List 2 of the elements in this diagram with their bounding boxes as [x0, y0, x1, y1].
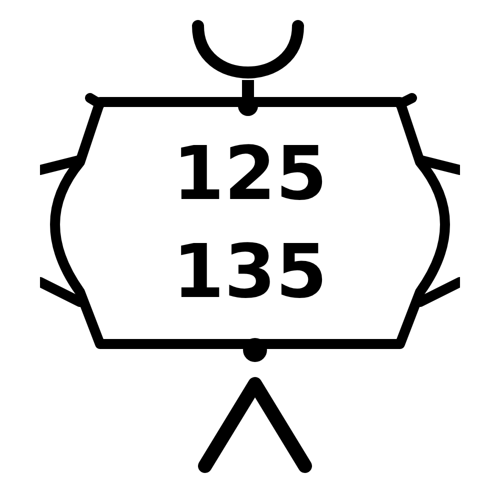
- number-label: 125: [172, 134, 328, 214]
- number-label: 135: [172, 232, 328, 312]
